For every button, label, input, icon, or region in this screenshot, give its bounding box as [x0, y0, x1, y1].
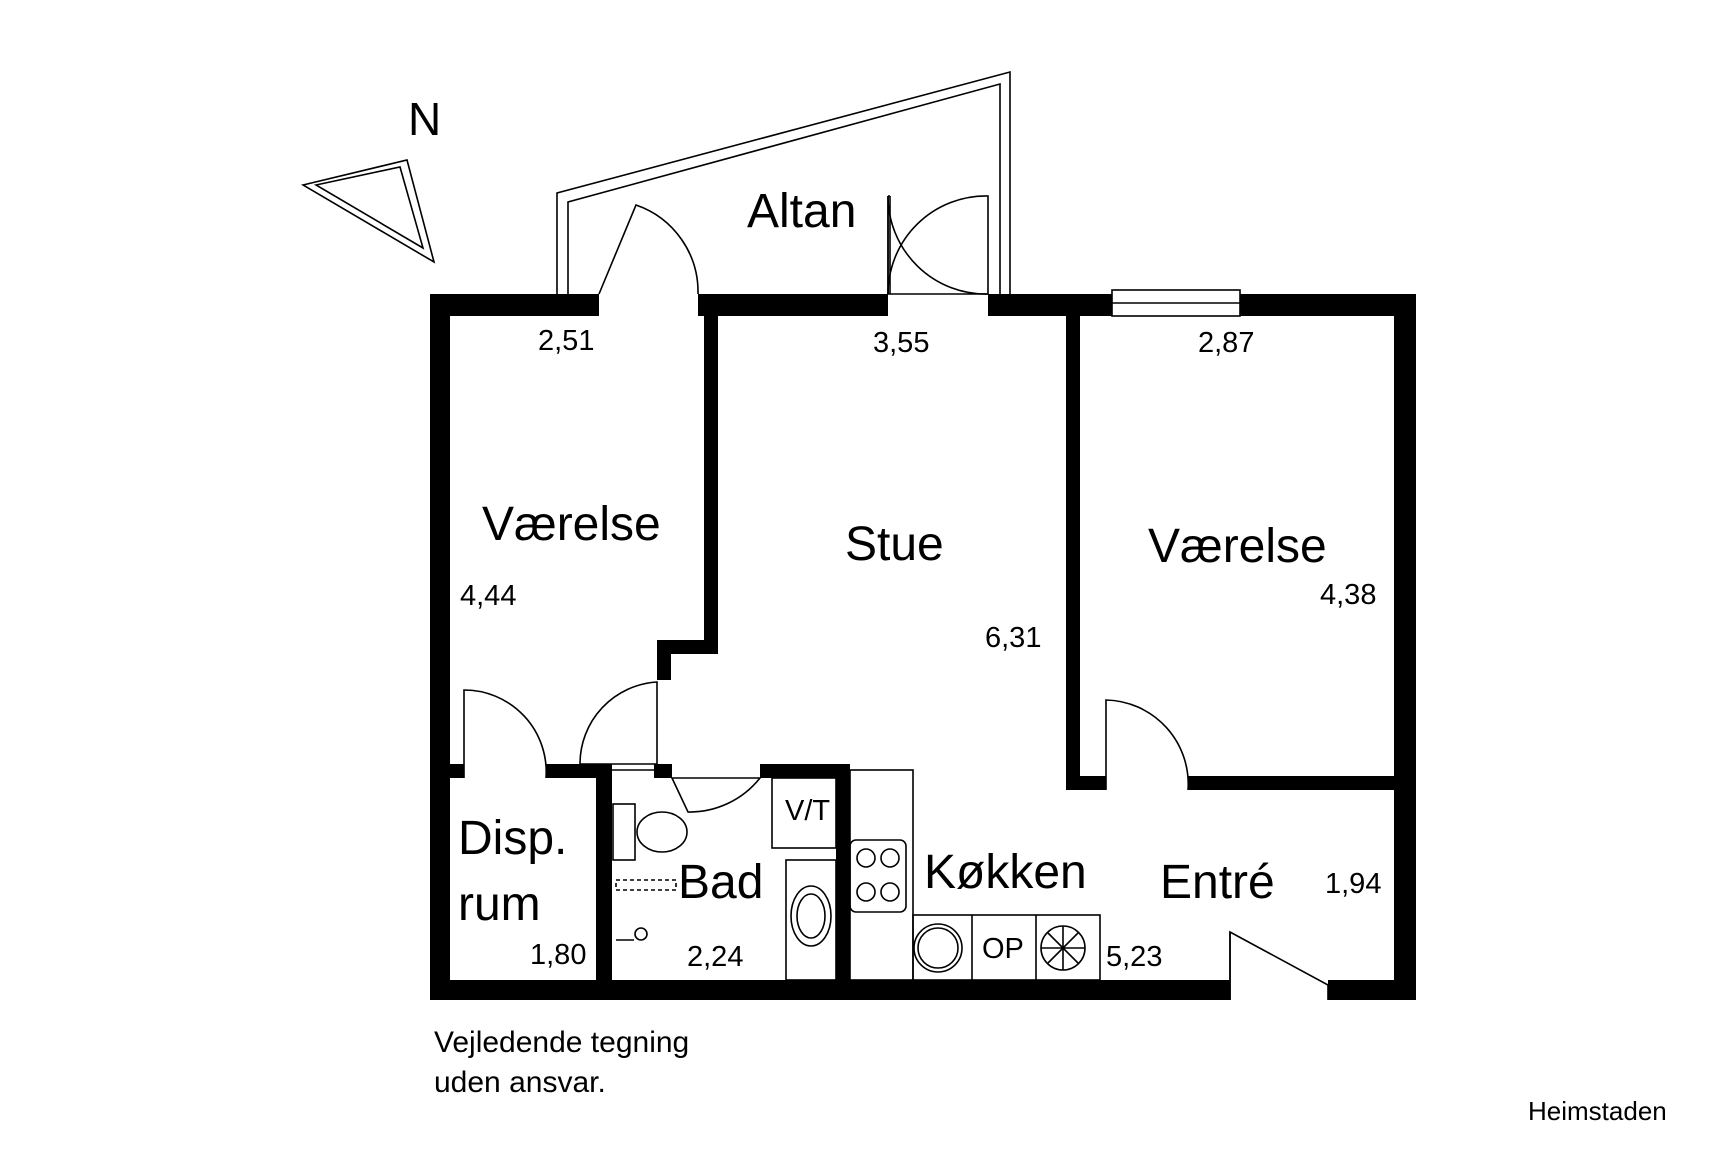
- dim-bad-width: 2,24: [687, 941, 743, 973]
- balcony-outline: [556, 70, 1011, 295]
- compass-label: N: [408, 93, 441, 145]
- room-label-entre: Entré: [1160, 856, 1275, 909]
- room-label-stue: Stue: [845, 518, 944, 571]
- dim-entre-width: 1,94: [1325, 868, 1381, 900]
- disclaimer-line1: Vejledende tegning: [434, 1026, 689, 1059]
- door-swings: [463, 195, 1329, 1000]
- room-label-bad: Bad: [678, 856, 763, 909]
- dim-vaerelse-right-width: 2,87: [1198, 327, 1254, 359]
- room-label-altan: Altan: [747, 185, 856, 238]
- room-label-disp-line1: Disp.: [458, 812, 567, 865]
- disclaimer-line2: uden ansvar.: [434, 1066, 606, 1099]
- north-arrow-icon: [300, 159, 436, 264]
- dim-disp-width: 1,80: [530, 939, 586, 971]
- fixture-label-op: OP: [982, 933, 1024, 965]
- room-label-vaerelse-left: Værelse: [482, 498, 661, 551]
- watermark-logo: Heimstaden: [1528, 1096, 1667, 1126]
- bathroom-fixtures: [612, 777, 837, 981]
- room-label-koekken: Køkken: [924, 846, 1087, 899]
- fixture-label-vt: V/T: [785, 795, 830, 827]
- dim-vaerelse-left-length: 4,44: [460, 580, 516, 612]
- room-label-disp-line2: rum: [458, 878, 541, 931]
- dim-vaerelse-right-length: 4,38: [1320, 579, 1376, 611]
- dim-stue-length: 6,31: [985, 622, 1041, 654]
- dim-stue-width: 3,55: [873, 327, 929, 359]
- room-label-vaerelse-right: Værelse: [1148, 520, 1327, 573]
- kitchen-fixtures: [849, 769, 1101, 981]
- walls: [430, 294, 1416, 1000]
- dim-koekken-width: 5,23: [1106, 941, 1162, 973]
- dim-vaerelse-left-width: 2,51: [538, 325, 594, 357]
